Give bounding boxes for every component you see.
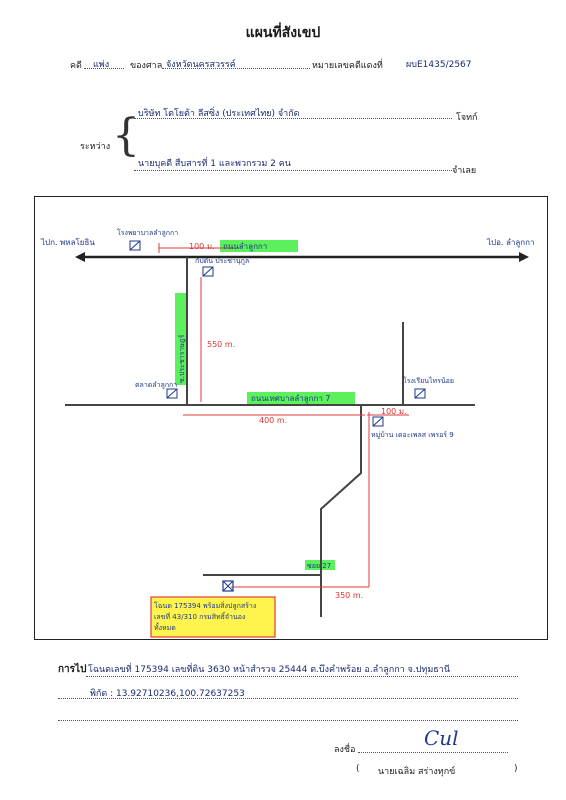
sketch-map: ไปก. พหลโยธิน ไปอ. ลำลูกกา ถนนลำลูกกา โร… [40, 228, 534, 638]
distance-100-right: 100 ม. [381, 407, 407, 416]
village-icon [372, 416, 384, 427]
paren-close: ) [514, 764, 518, 774]
court-prefix: ของศาล [130, 61, 163, 71]
signature: Cul [424, 726, 459, 750]
main-road-highlight [220, 240, 298, 252]
defendant-name: นายบุคดี สืบสารที่ 1 และพวกรวม 2 คน [138, 159, 291, 169]
route-road-line [320, 405, 362, 617]
to-left-label: ไปก. พหลโยธิน [40, 237, 95, 247]
to-right-label: ไปอ. ลำลูกกา [486, 238, 534, 248]
between-label: ระหว่าง [80, 142, 111, 152]
route-dots-2 [58, 698, 518, 699]
case-type: แพ่ง [93, 60, 110, 70]
canal-road-label: ถนนเทศบาลลำลูกกา 7 [251, 394, 330, 404]
coord-text: พิกัด : 13.92710236,100.72637253 [90, 689, 245, 699]
distance-550: 550 m. [207, 340, 235, 349]
route-dots-3 [58, 720, 518, 721]
right-arrow-icon [519, 252, 529, 262]
court-dots [162, 68, 310, 69]
market-icon [166, 388, 178, 399]
target-line-1: โฉนด 175394 พร้อมสิ่งปลูกสร้าง [154, 601, 256, 610]
route-dots-1 [86, 676, 518, 677]
village-label: หมู่บ้าน เดอะเพลส เพรอร์ 9 [371, 431, 454, 439]
target-property-icon [222, 580, 234, 592]
side-road-highlight [175, 293, 187, 385]
signer-name: นายเฉลิม สร่างทุกข์ [378, 767, 456, 777]
hospital-label: โรงพยาบาลลำลูกกา [117, 228, 178, 237]
distance-350: 350 m. [335, 591, 363, 600]
main-road-label: ถนนลำลูกกา [223, 242, 267, 252]
shop-label: โรงเรียนไทรน้อย [403, 376, 454, 385]
map-frame: ไปก. พหลโยธิน ไปอ. ลำลูกกา ถนนลำลูกกา โร… [34, 196, 548, 640]
hospital-icon [129, 240, 141, 251]
defendant-role: จำเลย [452, 166, 477, 176]
case-prefix: คดี [70, 61, 82, 71]
plaintiff-dots [134, 118, 452, 119]
court-name: จังหวัดนครสวรรค์ [166, 60, 236, 70]
route-label: การไป [58, 664, 87, 675]
paren-open: ( [356, 764, 360, 774]
case-type-dots [84, 68, 124, 69]
distance-100-top: 100 ม. [189, 242, 215, 251]
plaintiff-name: บริษัท โตโยต้า ลีสซิ่ง (ประเทศไทย) จำกัด [138, 109, 300, 119]
defendant-dots [134, 170, 452, 171]
target-label-box [150, 596, 276, 638]
plaintiff-role: โจทก์ [456, 113, 478, 123]
route-text: โฉนดเลขที่ 175394 เลขที่ดิน 3630 หน้าสำร… [88, 665, 450, 675]
school-label: กัปตัน ประชานุกูล [195, 257, 249, 265]
red-case-label: หมายเลขคดีแดงที่ [312, 61, 383, 71]
sign-dots [358, 752, 508, 753]
target-line-3: ทั้งหมด [154, 621, 176, 632]
left-arrow-icon [75, 252, 85, 262]
red-case-number: ผบE1435/2567 [406, 60, 472, 70]
target-line-2: เลขที่ 43/310 กรมสิทธิ์จำนอง [154, 611, 245, 621]
brace-symbol: { [112, 110, 140, 161]
side-road-label: ซ.ประชาราษฎร์ [178, 334, 186, 383]
distance-400: 400 m. [259, 416, 287, 425]
school-icon [202, 266, 214, 277]
canal-road-highlight [247, 392, 355, 404]
page-title: แผนที่สังเขป [245, 25, 321, 41]
sign-label: ลงชื่อ [334, 745, 356, 755]
soi-label: ซอย 27 [307, 562, 331, 570]
shop-icon [414, 388, 426, 399]
market-label: ตลาดลำลูกกา [135, 381, 177, 389]
